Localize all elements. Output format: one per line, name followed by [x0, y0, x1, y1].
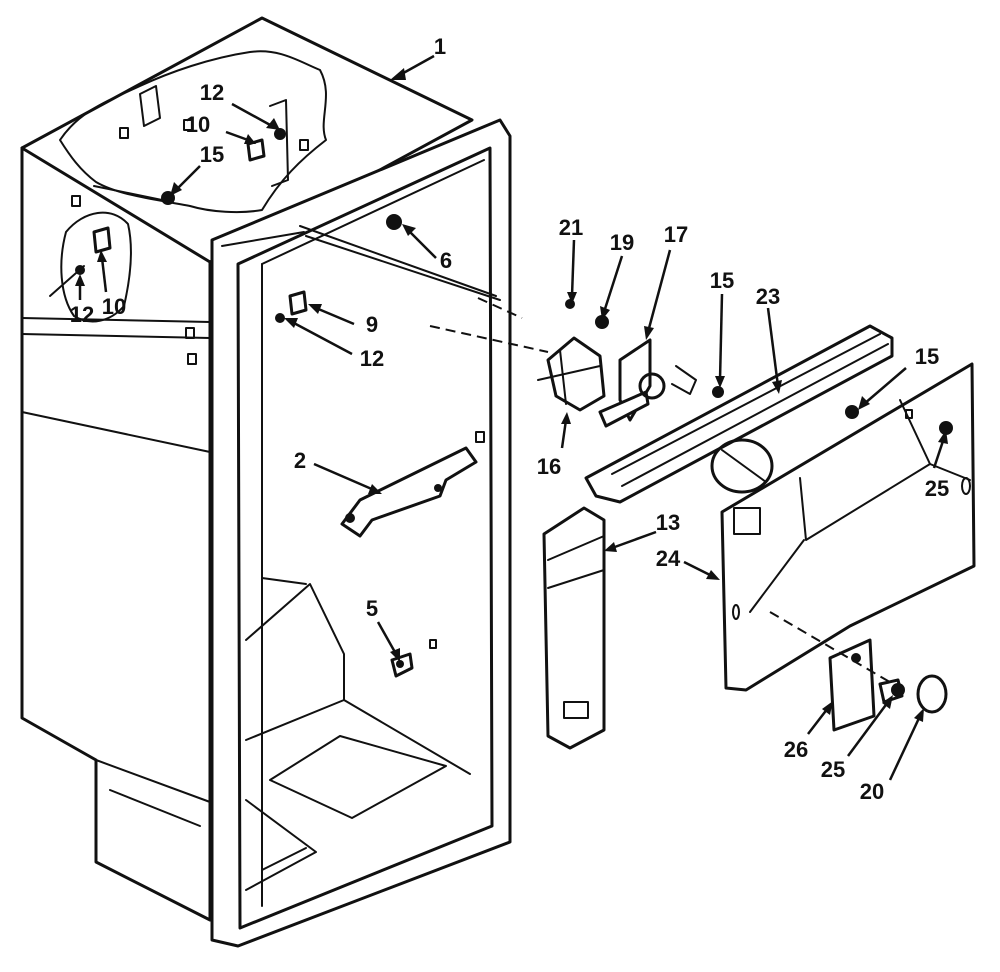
- part-label-16: 16: [537, 454, 561, 479]
- part-label-15: 15: [915, 344, 939, 369]
- part-label-9: 9: [366, 312, 378, 337]
- part-label-15: 15: [200, 142, 224, 167]
- part-label-10: 10: [186, 112, 210, 137]
- part-label-20: 20: [860, 779, 884, 804]
- part-label-12: 12: [360, 346, 384, 371]
- part-label-25: 25: [821, 757, 845, 782]
- part-13-duct: [542, 506, 606, 750]
- part-label-2: 2: [294, 448, 306, 473]
- part-24-panel: [720, 362, 976, 692]
- part-label-6: 6: [440, 248, 452, 273]
- part-9-clip: [275, 290, 308, 323]
- parts-26-25-20: [769, 611, 948, 732]
- part-label-13: 13: [656, 510, 680, 535]
- part-label-21: 21: [559, 215, 583, 240]
- front-frame: [210, 118, 549, 948]
- part-label-26: 26: [784, 737, 808, 762]
- part-label-25: 25: [925, 476, 949, 501]
- part-label-10: 10: [102, 294, 126, 319]
- part-label-24: 24: [656, 546, 681, 571]
- part-label-1: 1: [434, 34, 446, 59]
- part-label-12: 12: [200, 80, 224, 105]
- part-label-15: 15: [710, 268, 734, 293]
- part-label-5: 5: [366, 596, 378, 621]
- parts-10-12-top: [93, 128, 286, 205]
- leader-arrows: [75, 54, 948, 781]
- part-6-screw: [386, 214, 402, 230]
- part-label-23: 23: [756, 284, 780, 309]
- part-label-19: 19: [610, 230, 634, 255]
- part-label-17: 17: [664, 222, 688, 247]
- part-2-bracket: [340, 431, 485, 538]
- part-label-12: 12: [70, 302, 94, 327]
- fan-motor-assembly: [537, 299, 724, 428]
- part-23-cover: [584, 324, 894, 504]
- parts-10-12-side: [49, 226, 112, 297]
- part-5-clip: [390, 639, 437, 678]
